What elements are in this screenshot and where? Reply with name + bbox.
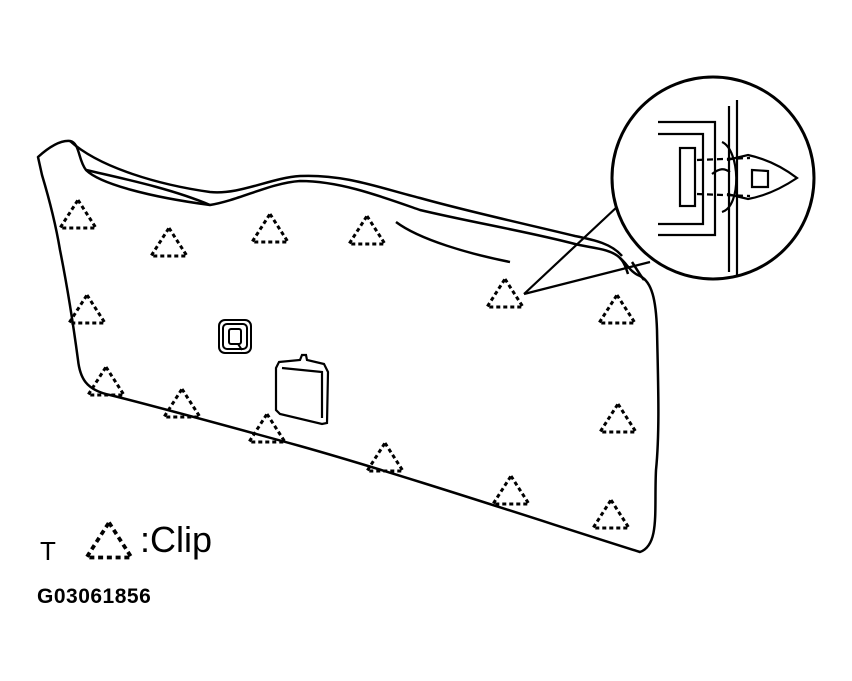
clip-marker (86, 365, 126, 397)
dashed-triangle-icon (84, 520, 134, 560)
clip-marker (250, 212, 290, 244)
clip-marker (58, 198, 98, 230)
legend-prefix: T (40, 536, 56, 566)
service-hole-cover (274, 353, 330, 426)
clip-marker (67, 293, 107, 325)
clip-marker (598, 402, 638, 434)
legend-label: :Clip (140, 519, 213, 560)
knob-icon (218, 319, 252, 354)
clip-marker (149, 226, 189, 258)
trim-panel (36, 139, 660, 554)
clip-detail-magnifier (610, 75, 816, 281)
clip-marker (491, 474, 531, 506)
clip-markers (58, 198, 638, 530)
clip-marker (597, 293, 637, 325)
clip-marker (347, 214, 387, 246)
clip-marker (591, 498, 631, 530)
clip-marker (485, 277, 525, 309)
callout-leader (523, 205, 651, 296)
figure-id: G03061856 (37, 585, 152, 608)
